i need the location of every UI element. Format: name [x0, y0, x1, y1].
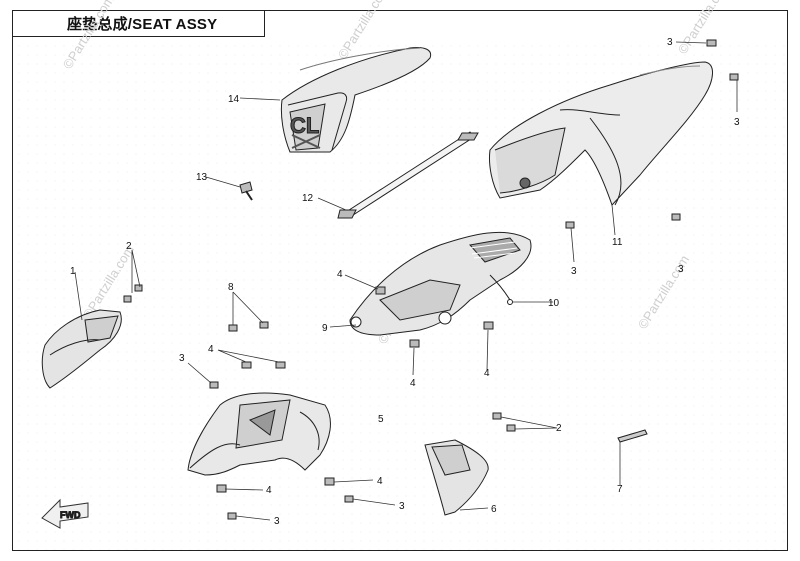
clip-nut: [216, 484, 227, 493]
screw: [123, 295, 132, 303]
clip-nut: [241, 361, 252, 369]
callout-number: 2: [556, 423, 562, 434]
clip-nut: [275, 361, 286, 369]
screw: [209, 381, 219, 389]
fasteners: [123, 39, 739, 520]
part-14-seat-cowl: CL: [280, 47, 432, 153]
screw: [565, 221, 575, 229]
part-12-seat-strap: [337, 131, 479, 219]
callout-number: 11: [612, 237, 623, 248]
callout-number: 12: [302, 193, 314, 204]
part-11-tail-cover: [489, 61, 713, 206]
callout-number: 6: [491, 504, 497, 515]
screw: [344, 495, 354, 503]
screw: [134, 284, 143, 292]
callout-number: 3: [667, 37, 673, 48]
callout-number: 10: [548, 298, 560, 309]
fwd-direction-arrow: FWD: [41, 498, 89, 529]
callout-number: 3: [179, 353, 185, 364]
screw: [492, 412, 502, 420]
emblem-text: CL: [290, 113, 319, 138]
screw: [259, 321, 269, 329]
callout-number: 4: [337, 269, 343, 280]
clip-nut: [324, 477, 335, 486]
callout-number: 3: [571, 266, 577, 277]
screw: [706, 39, 717, 47]
callout-number: 1: [70, 266, 76, 277]
part-7-trim-strip: [617, 429, 648, 443]
part-13-screw: [239, 181, 253, 201]
screw: [228, 324, 238, 332]
callout-number: 3: [274, 516, 280, 527]
callout-number: 14: [228, 94, 240, 105]
screw: [506, 424, 516, 432]
callout-number: 13: [196, 172, 208, 183]
callout-number: 4: [208, 344, 214, 355]
callout-number: 4: [410, 378, 416, 389]
part-9-seat-lock-bracket: [349, 231, 532, 336]
clip-nut: [483, 321, 494, 330]
callout-number: 5: [378, 414, 384, 425]
callout-number: 3: [734, 117, 740, 128]
title-block: 座垫总成/SEAT ASSY: [12, 10, 265, 37]
callout-number: 8: [228, 282, 234, 293]
callout-number: 4: [484, 368, 490, 379]
callout-number: 3: [678, 264, 684, 275]
screw: [671, 213, 681, 221]
screw: [227, 512, 237, 520]
callout-number: 4: [377, 476, 383, 487]
leader-lines: [74, 41, 738, 521]
callout-number: 4: [266, 485, 272, 496]
callout-number: 2: [126, 241, 132, 252]
callout-number: 7: [617, 484, 623, 495]
drawing-frame: [12, 10, 788, 551]
callout-number: 9: [322, 323, 328, 334]
part-5-under-cover: [187, 392, 331, 476]
diagram-title: 座垫总成/SEAT ASSY: [67, 15, 218, 33]
clip-nut: [409, 339, 420, 348]
screw: [729, 73, 739, 81]
callout-labels: 3 3 14 13 12 11 3 3 2 1 4 8 10 9 4 3 4 4…: [70, 37, 740, 527]
fwd-label: FWD: [60, 510, 81, 520]
callout-number: 3: [399, 501, 405, 512]
clip-nut: [375, 286, 386, 295]
part-6-right-side-cover: [424, 439, 489, 516]
part-1-left-side-cover: [41, 309, 122, 389]
